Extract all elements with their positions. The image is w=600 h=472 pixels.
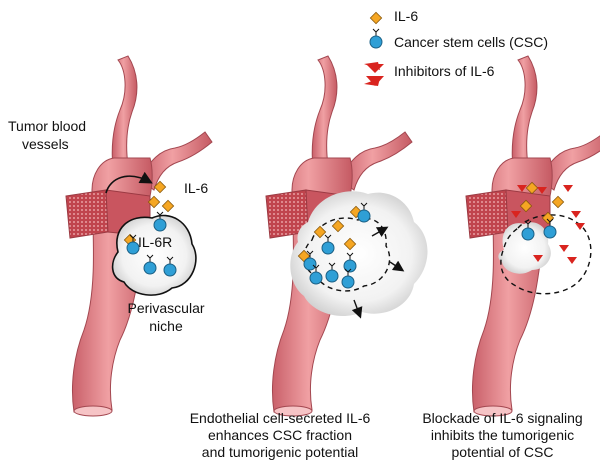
- right-caption-line1: Blockade of IL-6 signaling: [422, 410, 583, 426]
- il6-molecule: [161, 199, 175, 213]
- legend-inhibitors-label: Inhibitors of IL-6: [394, 63, 495, 79]
- former-niche-boundary: [500, 214, 592, 295]
- legend-csc-icon: [369, 28, 383, 49]
- middle-caption-line2: enhances CSC fraction: [208, 427, 352, 443]
- expansion-arrow: [351, 299, 363, 319]
- il6-label: IL-6: [184, 180, 209, 196]
- tumor-vessels-label-line2: vessels: [22, 136, 69, 152]
- legend: [364, 11, 384, 86]
- legend-il6-icon: [369, 11, 383, 25]
- middle-caption-line1: Endothelial cell-secreted IL-6: [189, 410, 371, 426]
- panel-1: [65, 55, 213, 417]
- legend-inhibitor-icon: [364, 62, 384, 86]
- expansion-arrow: [389, 260, 405, 272]
- expanded-niche: [290, 191, 428, 317]
- legend-csc-label: Cancer stem cells (CSC): [394, 34, 549, 50]
- panel-3: [465, 55, 600, 417]
- il6r-label: IL-6R: [138, 234, 173, 250]
- original-niche-boundary: [303, 217, 391, 292]
- perivascular-niche: [111, 214, 197, 296]
- panel-2: [265, 55, 428, 417]
- niche-label-line2: niche: [149, 318, 183, 334]
- middle-caption-line3: and tumorigenic potential: [201, 444, 359, 460]
- right-caption-line3: potential of CSC: [451, 444, 554, 460]
- right-caption-line2: inhibits the tumorigenic: [430, 427, 575, 443]
- secretion-arrow: [105, 171, 153, 194]
- il6-molecule: [551, 195, 565, 209]
- niche-label-line1: Perivascular: [127, 300, 205, 316]
- legend-il6-label: IL-6: [394, 8, 419, 24]
- tumor-vessels-label-line1: Tumor blood: [8, 118, 87, 134]
- expansion-arrow: [371, 226, 389, 238]
